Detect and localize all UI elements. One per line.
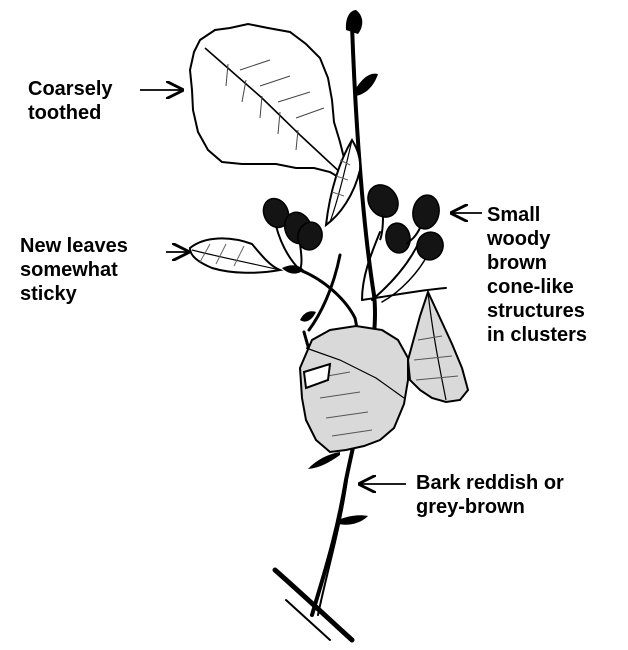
label-line: woody	[487, 227, 587, 251]
label-line: Coarsely	[28, 77, 113, 101]
label-line: sticky	[20, 282, 128, 306]
right-leaf	[408, 292, 468, 402]
lower-leaf	[300, 326, 408, 452]
label-line: grey-brown	[416, 495, 564, 519]
label-line: structures	[487, 299, 587, 323]
new-leaf	[190, 238, 280, 272]
cone-cluster-left	[259, 194, 325, 270]
label-line: somewhat	[20, 258, 128, 282]
label-new-leaves-sticky: New leaves somewhat sticky	[20, 234, 128, 306]
toothed-leaf	[190, 24, 352, 178]
cone-cluster-right	[362, 179, 447, 264]
label-coarsely-toothed: Coarsely toothed	[28, 77, 113, 125]
label-line: Bark reddish or	[416, 471, 564, 495]
label-line: brown	[487, 251, 587, 275]
label-cone-structures: Small woody brown cone-like structures i…	[487, 203, 587, 347]
label-line: cone-like	[487, 275, 587, 299]
label-line: Small	[487, 203, 587, 227]
label-line: New leaves	[20, 234, 128, 258]
label-line: in clusters	[487, 323, 587, 347]
label-bark: Bark reddish or grey-brown	[416, 471, 564, 519]
label-line: toothed	[28, 101, 113, 125]
